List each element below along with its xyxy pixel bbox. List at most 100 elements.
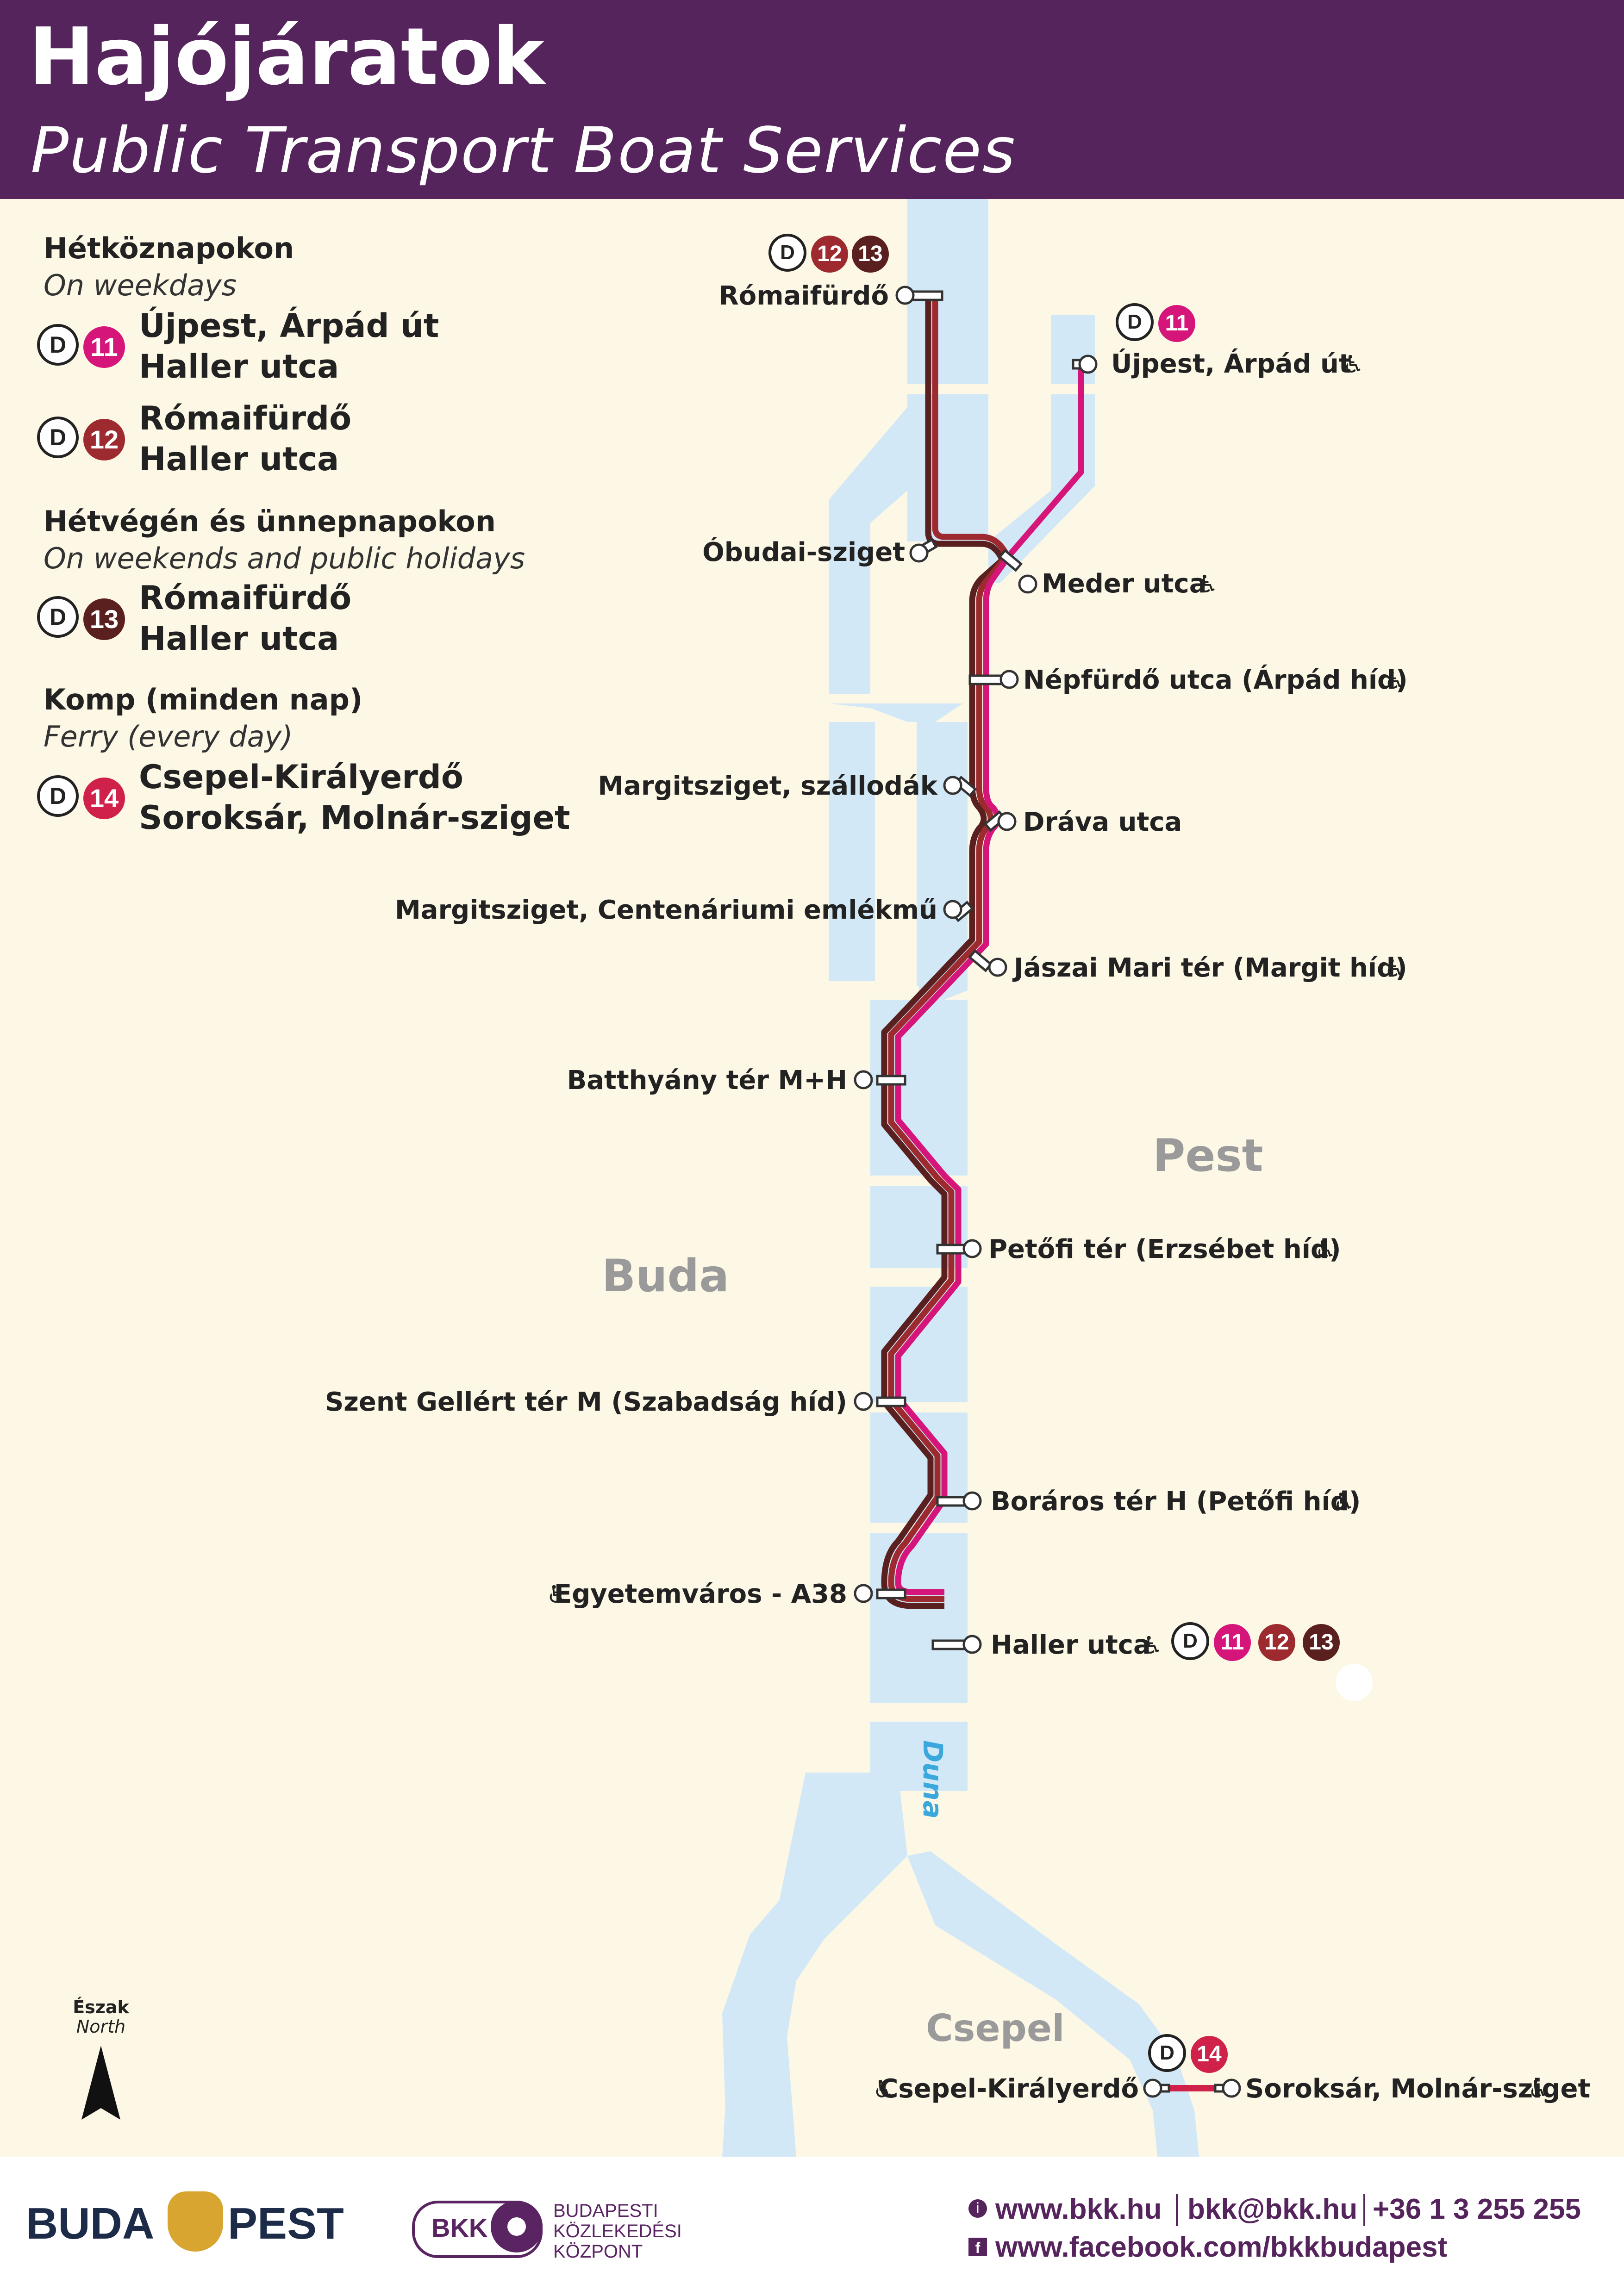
ship-icon: D — [768, 234, 806, 272]
stop-label-haller: Haller utca — [991, 1630, 1151, 1660]
wheelchair-icon: ♿ — [873, 2076, 894, 2103]
wheelchair-icon: ♿ — [1141, 1632, 1163, 1660]
wheelchair-icon: ♿ — [546, 1581, 568, 1609]
ship-icon: D — [37, 324, 79, 366]
legend-weekend-sub: On weekends and public holidays — [44, 541, 525, 575]
page-title: Hajójáratok — [29, 11, 545, 103]
divider — [1176, 2194, 1178, 2226]
stop-label-ujpest: Újpest, Árpád út — [1111, 349, 1351, 379]
area-label-buda: Buda — [602, 1250, 729, 1302]
legend-route-11-to: Haller utca — [139, 348, 339, 386]
wheelchair-icon: ♿ — [1197, 571, 1218, 598]
bkk-logo: BKK — [412, 2201, 543, 2258]
stop-label-petofi-ter: Petőfi tér (Erzsébet híd) — [988, 1234, 1341, 1264]
north-arrow-icon — [81, 2046, 120, 2120]
budapest-logo-right: PEST — [228, 2199, 344, 2248]
stop-label-obudai: Óbudai-sziget — [702, 537, 905, 567]
river-label-duna: Duna — [917, 1740, 949, 1819]
legend-route-12-to: Haller utca — [139, 440, 339, 478]
facebook-icon: f — [968, 2238, 987, 2256]
legend-weekdays-heading: Hétköznapokon — [44, 231, 294, 265]
wheelchair-icon: ♿ — [1343, 351, 1364, 379]
legend-ferry-sub: Ferry (every day) — [44, 720, 293, 753]
legend-badges-14: D 14 — [37, 775, 134, 821]
stop-label-margit-centenarium: Margitsziget, Centenáriumi emlékmű — [395, 895, 937, 925]
legend-badges-12: D 12 — [37, 417, 134, 463]
boat-route-map: Buda Pest Csepel Duna Rómaifürdő Újpest,… — [73, 199, 1590, 2157]
route-badge-13: 13 — [852, 236, 889, 273]
anchor-icons — [854, 286, 1241, 2098]
wheelchair-icon: ♿ — [1528, 2076, 1549, 2103]
legend-route-14: Csepel-Királyerdő Soroksár, Molnár-szige… — [139, 757, 570, 838]
legend-route-14-from: Csepel-Királyerdő — [139, 758, 463, 796]
legend-route-11: Újpest, Árpád út Haller utca — [139, 305, 439, 387]
page-subtitle: Public Transport Boat Services — [31, 114, 1016, 187]
legend-badges-13: D 13 — [37, 596, 134, 642]
legend-route-12-from: Rómaifürdő — [139, 399, 352, 437]
ship-icon: D — [1116, 303, 1154, 341]
wheelchair-icons: ♿ ♿ ♿ ♿ ♿ ♿ ♿ ♿ ♿ ♿ — [546, 351, 1549, 2103]
stop-label-boraros: Boráros tér H (Petőfi híd) — [991, 1487, 1361, 1517]
legend-route-12: Rómaifürdő Haller utca — [139, 398, 351, 479]
route-badge-13: 13 — [83, 598, 125, 640]
bkk-name-line2: KÖZLEKEDÉSI — [553, 2221, 682, 2241]
river-danube — [722, 199, 1199, 2157]
area-label-pest: Pest — [1153, 1130, 1263, 1182]
ship-icon: D — [37, 775, 79, 817]
legend-route-13-from: Rómaifürdő — [139, 579, 352, 617]
ship-icon: D — [37, 417, 79, 458]
header-bar: Hajójáratok Public Transport Boat Servic… — [0, 0, 1624, 199]
crest-icon — [168, 2191, 223, 2252]
ship-icon: D — [1171, 1622, 1209, 1660]
info-icon: i — [968, 2199, 987, 2218]
wheelchair-icon: ♿ — [1333, 1488, 1355, 1516]
stop-label-jaszai: Jászai Mari tér (Margit híd) — [1012, 953, 1407, 983]
facebook-link[interactable]: www.facebook.com/bkkbudapest — [995, 2231, 1448, 2263]
stop-label-csepel-kiralyerdo: Csepel-Királyerdő — [879, 2074, 1139, 2104]
route-line-14 — [1160, 2085, 1224, 2091]
map-badges-ferry: D 14 — [1148, 2034, 1236, 2076]
stop-label-batthyany: Batthyány tér M+H — [567, 1065, 847, 1095]
map-badges-romaifurdo: D 12 13 — [768, 234, 889, 275]
legend-badges-11: D 11 — [37, 324, 134, 370]
route-badge-12: 12 — [811, 236, 848, 273]
route-line-13 — [881, 296, 1006, 1609]
legend-route-13-to: Haller utca — [139, 620, 339, 658]
stop-label-meder: Meder utca — [1042, 569, 1207, 599]
stop-label-gellert: Szent Gellért tér M (Szabadság híd) — [325, 1387, 847, 1417]
email-link[interactable]: bkk@bkk.hu — [1187, 2193, 1358, 2225]
ship-icon: D — [1148, 2034, 1186, 2072]
legend-weekdays-sub: On weekdays — [44, 268, 237, 302]
wheelchair-icon: ♿ — [1384, 667, 1406, 695]
route-badge-12: 12 — [83, 419, 125, 460]
bkk-name: BUDAPESTI KÖZLEKEDÉSI KÖZPONT — [553, 2201, 682, 2262]
stop-label-romaifurdo: Rómaifürdő — [719, 281, 889, 311]
bkk-name-line3: KÖZPONT — [553, 2241, 643, 2262]
route-badge-11: 11 — [83, 326, 125, 368]
route-line-11 — [895, 366, 1084, 1595]
north-label-en: North — [76, 2016, 125, 2037]
stop-label-margit-szallodak: Margitsziget, szállodák — [598, 771, 938, 801]
route-badge-11: 11 — [1214, 1624, 1251, 1661]
bkk-logo-text: BKK — [431, 2213, 488, 2242]
footer: BUDA PEST BKK BUDAPESTI KÖZLEKEDÉSI KÖZP… — [0, 2157, 1624, 2296]
divider — [1363, 2194, 1365, 2226]
route-badge-14: 14 — [83, 778, 125, 819]
area-label-csepel: Csepel — [926, 2007, 1065, 2050]
wheelchair-icon: ♿ — [1384, 955, 1406, 983]
legend-ferry-heading: Komp (minden nap) — [44, 683, 363, 716]
route-badge-12: 12 — [1258, 1624, 1295, 1661]
legend-route-13: Rómaifürdő Haller utca — [139, 578, 351, 659]
website-link[interactable]: www.bkk.hu — [995, 2193, 1162, 2225]
stop-label-soroksar: Soroksár, Molnár-sziget — [1245, 2074, 1590, 2104]
stop-label-drava: Dráva utca — [1023, 807, 1182, 837]
phone-number[interactable]: +36 1 3 255 255 — [1373, 2193, 1581, 2225]
bkk-logo-ring-inner — [507, 2217, 526, 2236]
route-badge-14: 14 — [1191, 2036, 1228, 2073]
route-badge-13: 13 — [1303, 1624, 1340, 1661]
map-badges-ujpest: D 11 — [1116, 303, 1199, 345]
legend-route-11-from: Újpest, Árpád út — [139, 307, 439, 345]
ship-icon: D — [37, 596, 79, 638]
route-badge-11: 11 — [1158, 305, 1195, 342]
legend-weekend-heading: Hétvégén és ünnepnapokon — [44, 504, 496, 538]
